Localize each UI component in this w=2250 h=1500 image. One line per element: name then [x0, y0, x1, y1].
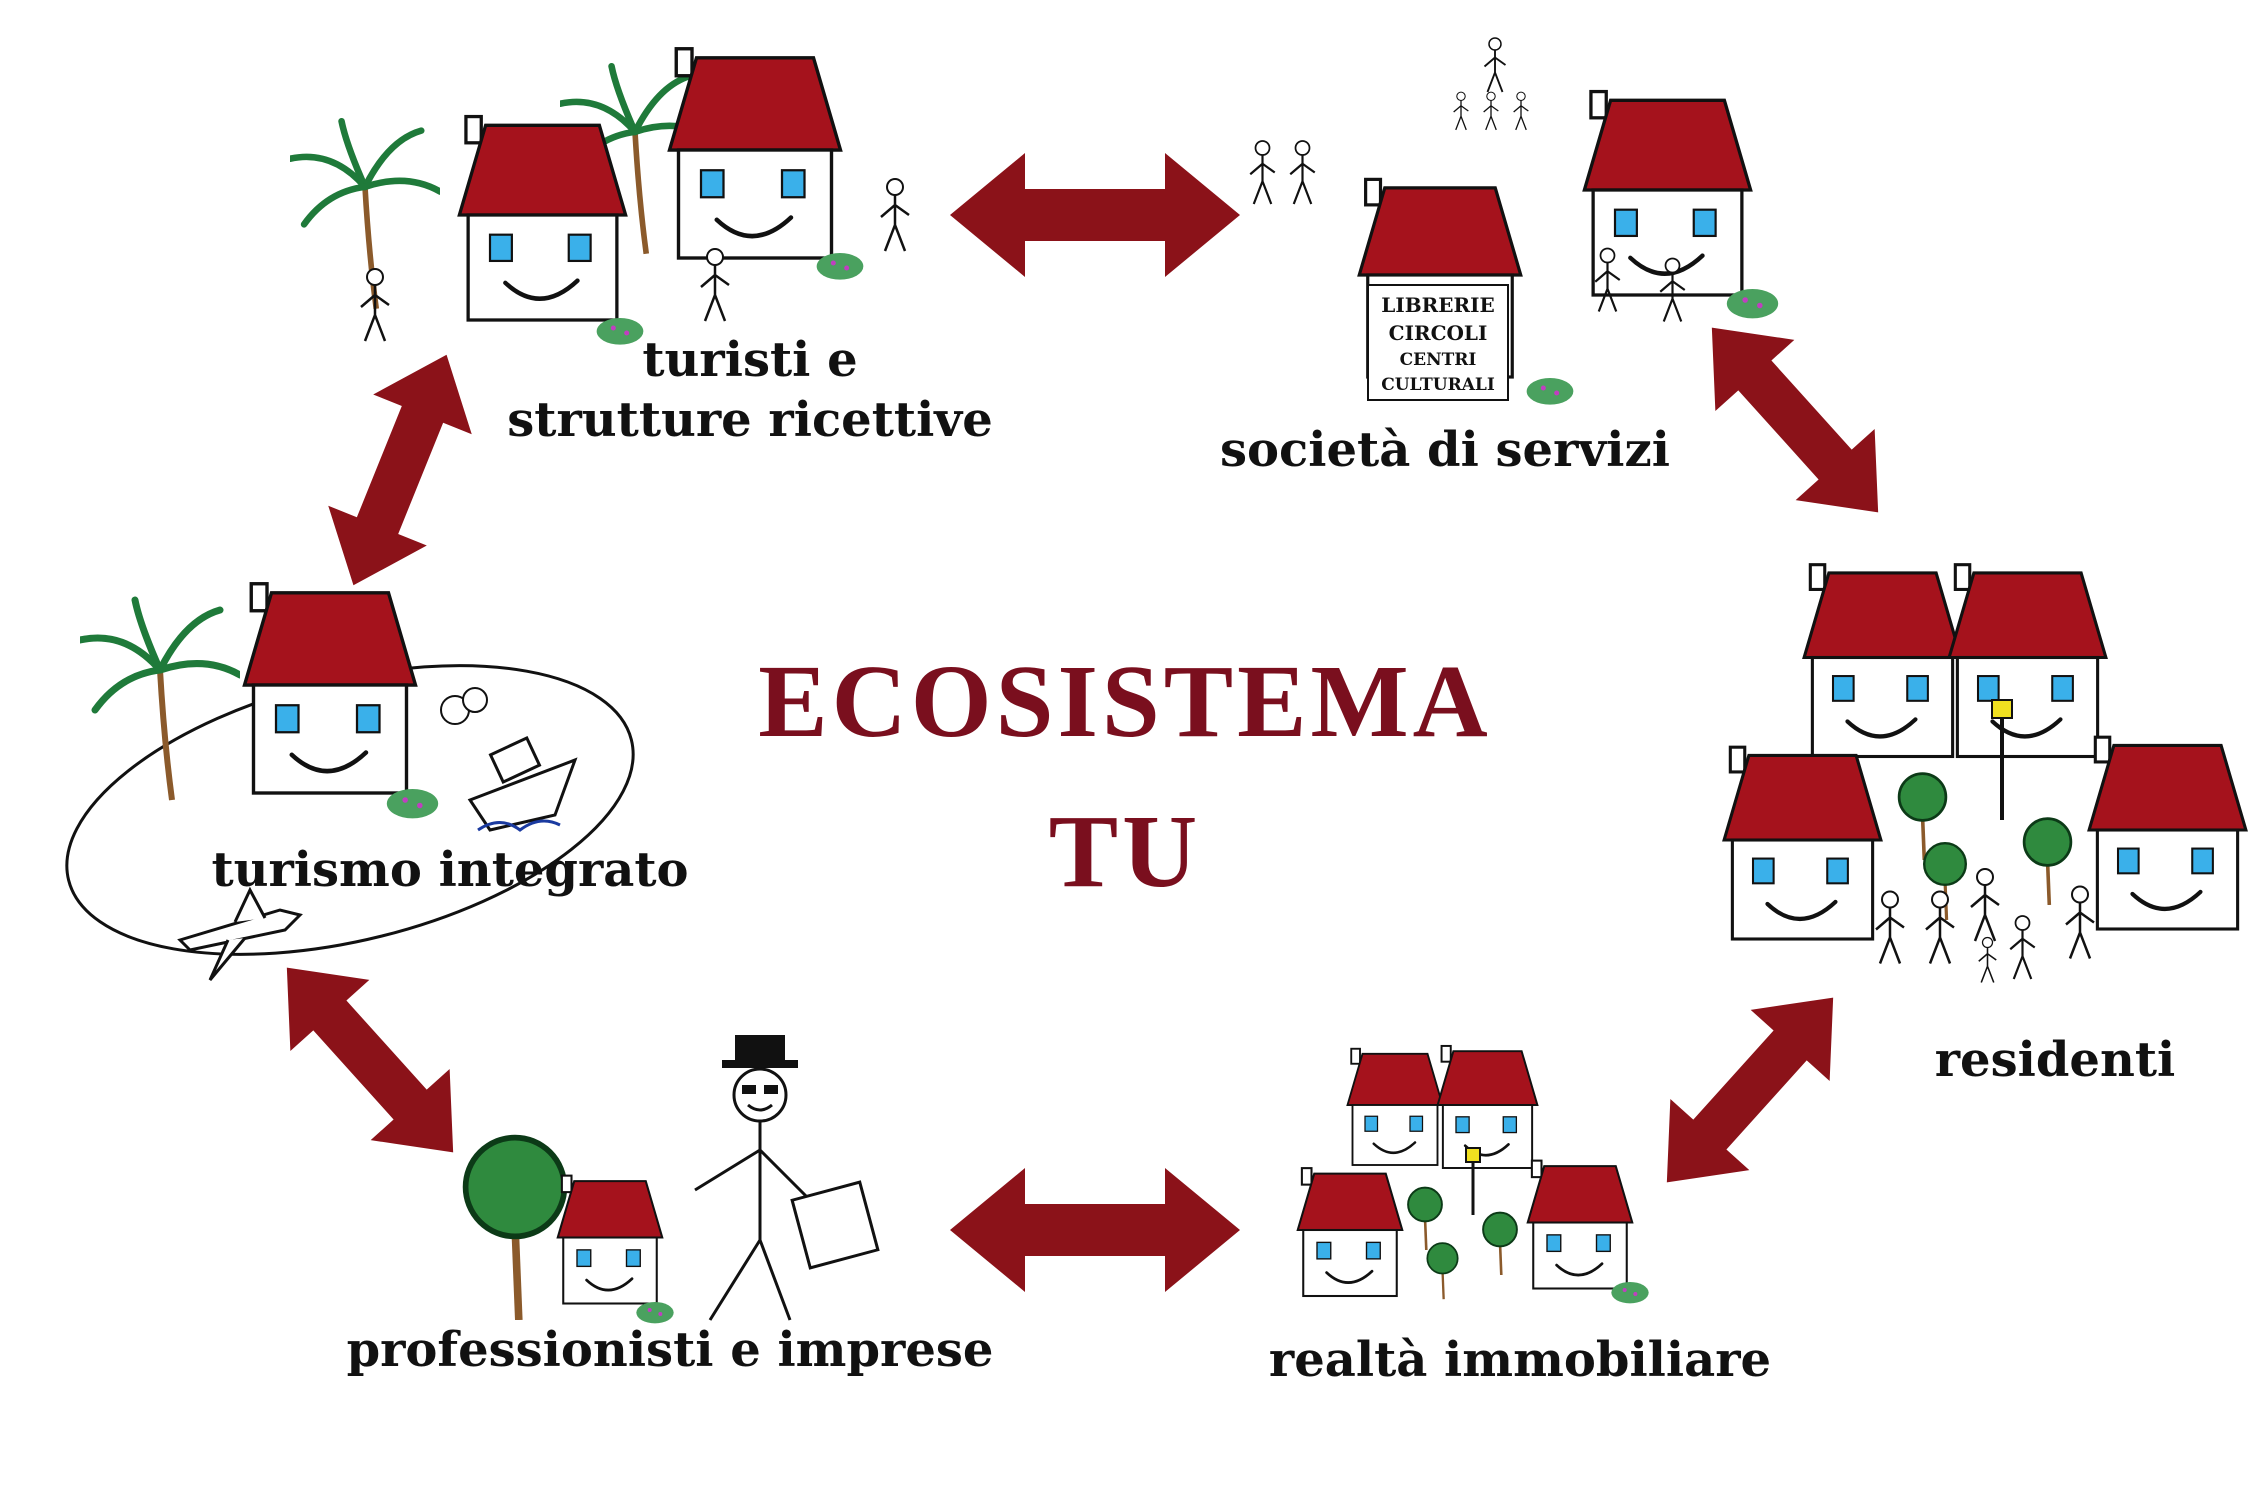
tree-icon: [1481, 1211, 1519, 1275]
lamp-post-icon: [1991, 699, 2013, 820]
bush-icon: [1726, 289, 1779, 319]
sign-line-1: LIBRERIE: [1381, 293, 1494, 317]
house-icon: [1526, 1158, 1634, 1291]
stick-figure-icon: [1512, 91, 1530, 131]
tree-icon: [1406, 1186, 1444, 1250]
stick-figure-icon: [2008, 914, 2037, 981]
label-turisti-line-1: turisti e: [642, 332, 858, 388]
label-realta: realtà immobiliare: [1268, 1332, 1772, 1388]
stick-figure-icon: [1482, 91, 1500, 131]
bush-icon: [1611, 1282, 1649, 1304]
double-arrow-icon-upper-right: [1672, 292, 1918, 548]
sign-line-2: CIRCOLI: [1389, 321, 1488, 345]
house-icon: [1949, 565, 2106, 757]
stick-figure-icon: [359, 267, 391, 343]
airplane-icon: [177, 886, 303, 981]
label-professionisti: professionisti e imprese: [346, 1322, 994, 1378]
house-icon: [1724, 747, 1881, 939]
node-societa: LIBRERIE CIRCOLI CENTRI CULTURALI: [1249, 37, 1779, 405]
double-arrow-icon-top: [950, 153, 1240, 277]
stick-figure-icon: [2064, 885, 2096, 960]
house-icon: [670, 49, 841, 258]
tree-icon: [466, 1138, 565, 1320]
businessman-icon: [694, 1035, 880, 1321]
house-icon: [1804, 565, 1961, 757]
title-line-1: ECOSISTEMA: [758, 644, 1492, 759]
sign-line-4: CULTURALI: [1381, 375, 1495, 395]
house-icon: [1436, 1044, 1539, 1170]
culture-sign: [1367, 284, 1509, 401]
double-arrow-icon-bottom: [950, 1168, 1240, 1292]
stick-figure-icon: [1874, 890, 1906, 965]
label-residenti: residenti: [1934, 1032, 2176, 1088]
tree-icon: [1426, 1241, 1459, 1300]
stick-figure-icon: [1483, 37, 1507, 93]
stick-figure-icon: [1289, 139, 1316, 206]
node-turismo: [65, 584, 635, 981]
bush-icon: [386, 789, 439, 819]
stick-figure-icon: [699, 247, 731, 323]
house-icon: [1296, 1166, 1404, 1298]
title-line-2: TU: [1048, 794, 1202, 909]
bush-icon: [816, 253, 864, 280]
house-icon: [556, 1173, 664, 1306]
stick-figure-icon: [1924, 890, 1956, 965]
tree-icon: [2022, 816, 2073, 905]
stick-figure-icon: [1969, 867, 2001, 943]
house-icon: [2089, 737, 2246, 929]
tree-icon: [1922, 841, 1968, 920]
palm-tree-icon: [290, 121, 440, 309]
label-turisti: turisti e strutture ricettive: [500, 330, 1000, 450]
lamp-post-icon: [1465, 1147, 1481, 1215]
node-realta: [1296, 1044, 1649, 1304]
double-arrow-icon-upper-left: [304, 334, 496, 606]
sign-line-3: CENTRI: [1400, 350, 1477, 370]
stick-figure-icon: [1452, 91, 1470, 131]
stick-figure-icon: [879, 177, 911, 253]
double-arrow-icon-lower-left: [247, 932, 493, 1188]
label-turismo: turismo integrato: [211, 842, 689, 898]
palm-tree-icon: [80, 600, 240, 800]
label-societa: società di servizi: [1220, 422, 1670, 478]
node-residenti: [1724, 565, 2246, 984]
node-professionisti: [466, 1035, 880, 1324]
label-turisti-line-2: strutture ricettive: [507, 392, 993, 448]
node-turisti: [290, 49, 911, 345]
stick-figure-icon: [1249, 139, 1276, 206]
house-icon: [245, 584, 416, 793]
house-icon: [1346, 1047, 1444, 1167]
bush-icon: [1526, 378, 1574, 405]
ship-icon: [440, 687, 578, 832]
house-icon: [459, 117, 625, 320]
stick-figure-icon: [1977, 936, 1998, 984]
double-arrow-icon-lower-right: [1627, 962, 1873, 1218]
